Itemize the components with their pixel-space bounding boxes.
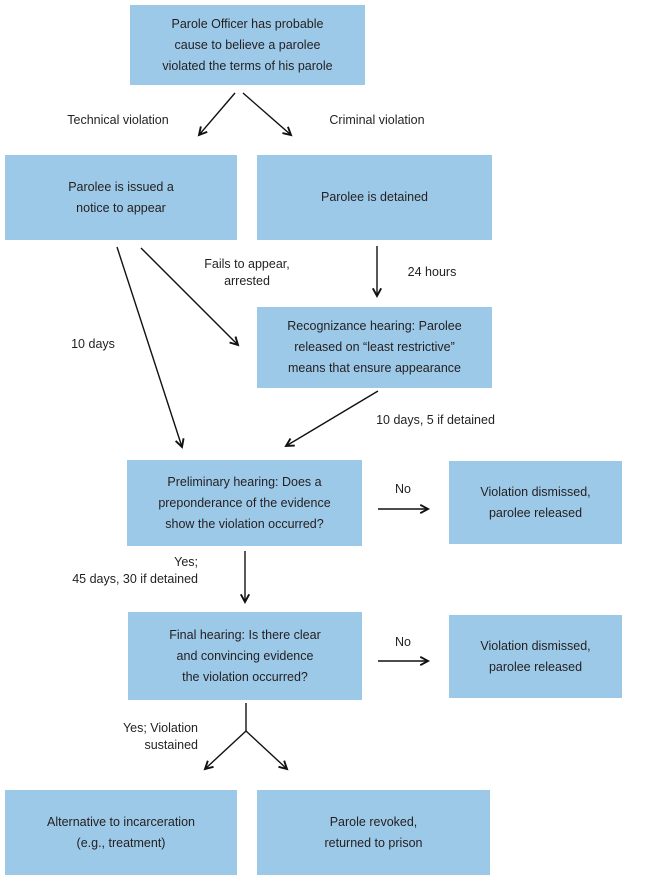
node-text-line: and convincing evidence [176, 648, 314, 663]
node-text-line: released on “least restrictive” [294, 340, 455, 354]
edge-label-line: 45 days, 30 if detained [72, 571, 198, 586]
node-parole-revoked: Parole revoked, returned to prison [257, 790, 490, 875]
edge-criminal-violation [242, 92, 293, 137]
node-text-line: Parolee is issued a [68, 179, 174, 194]
edge-label-line: 24 hours [407, 265, 457, 279]
edge-label-line: No [395, 482, 411, 496]
node-text-line: Alternative to incarceration [47, 814, 195, 829]
edge-label-yes-violation-sustained: Yes; Violation sustained [98, 720, 198, 753]
edge-yes-to-revoked [245, 730, 289, 771]
node-text-line: Parole Officer has probable [171, 16, 324, 31]
edge-label-yes-45-days: Yes; 45 days, 30 if detained [56, 554, 198, 587]
node-text-line: the violation occurred? [182, 669, 308, 684]
edge-label-line: Technical violation [67, 113, 169, 127]
node-text-line: Violation dismissed, [480, 484, 591, 499]
edge-label-line: No [395, 635, 411, 649]
edge-notice-to-preliminary [116, 246, 185, 449]
node-probable-cause: Parole Officer has probable cause to bel… [130, 5, 365, 85]
edge-label-line: Yes; [174, 555, 198, 569]
node-text-line: show the violation occurred? [165, 516, 324, 531]
node-text-line: Violation dismissed, [480, 638, 591, 653]
node-text-line: parolee released [488, 505, 583, 520]
node-violation-dismissed-top: Violation dismissed, parolee released [449, 461, 622, 544]
edge-label-line: Criminal violation [329, 113, 425, 127]
edge-label-criminal-violation: Criminal violation [315, 112, 439, 129]
edge-recognizance-to-preliminary [284, 390, 379, 448]
node-final-hearing: Final hearing: Is there clear and convin… [128, 612, 362, 700]
node-text-line: Preliminary hearing: Does a [167, 474, 322, 489]
edge-label-24-hours: 24 hours [401, 264, 463, 281]
node-text-line: Recognizance hearing: Parolee [287, 319, 462, 333]
node-notice-to-appear: Parolee is issued a notice to appear [5, 155, 237, 240]
edge-label-line: sustained [144, 737, 198, 752]
node-text-line: violated the terms of his parole [162, 58, 333, 73]
node-text-line: cause to believe a parolee [174, 37, 321, 52]
node-text-line: means that ensure appearance [287, 361, 462, 375]
node-text-line: returned to prison [324, 835, 423, 850]
node-text-line: preponderance of the evidence [158, 495, 331, 510]
edge-fails-to-appear [140, 247, 240, 347]
edge-label-technical-violation: Technical violation [55, 112, 181, 129]
node-alternative-to-incarceration: Alternative to incarceration (e.g., trea… [5, 790, 237, 875]
node-parolee-detained: Parolee is detained [257, 155, 492, 240]
edge-label-line: 10 days [71, 337, 115, 351]
edge-label-line: 10 days, 5 if detained [376, 413, 495, 427]
node-text-line: Parole revoked, [329, 814, 418, 829]
node-text-line: parolee released [488, 659, 583, 674]
edge-label-10-days: 10 days [64, 336, 122, 353]
edge-label-line: Fails to appear, [204, 257, 290, 271]
edge-label-no-final: No [388, 634, 418, 651]
edge-label-line: arrested [224, 273, 270, 288]
edge-technical-violation [197, 92, 236, 137]
node-text-line: (e.g., treatment) [76, 835, 166, 850]
edge-label-fails-to-appear: Fails to appear, arrested [188, 256, 306, 289]
node-recognizance-hearing: Recognizance hearing: Parolee released o… [257, 307, 492, 388]
node-violation-dismissed-bottom: Violation dismissed, parolee released [449, 615, 622, 698]
edge-label-10-days-5-if-detained: 10 days, 5 if detained [368, 412, 503, 429]
node-text-line: Parolee is detained [320, 190, 429, 204]
edge-yes-to-alternative [203, 730, 247, 771]
node-text-line: Final hearing: Is there clear [169, 627, 321, 642]
node-text-line: notice to appear [76, 200, 166, 215]
node-preliminary-hearing: Preliminary hearing: Does a preponderanc… [127, 460, 362, 546]
edge-label-no-preliminary: No [388, 481, 418, 498]
edge-label-line: Yes; Violation [122, 721, 198, 735]
